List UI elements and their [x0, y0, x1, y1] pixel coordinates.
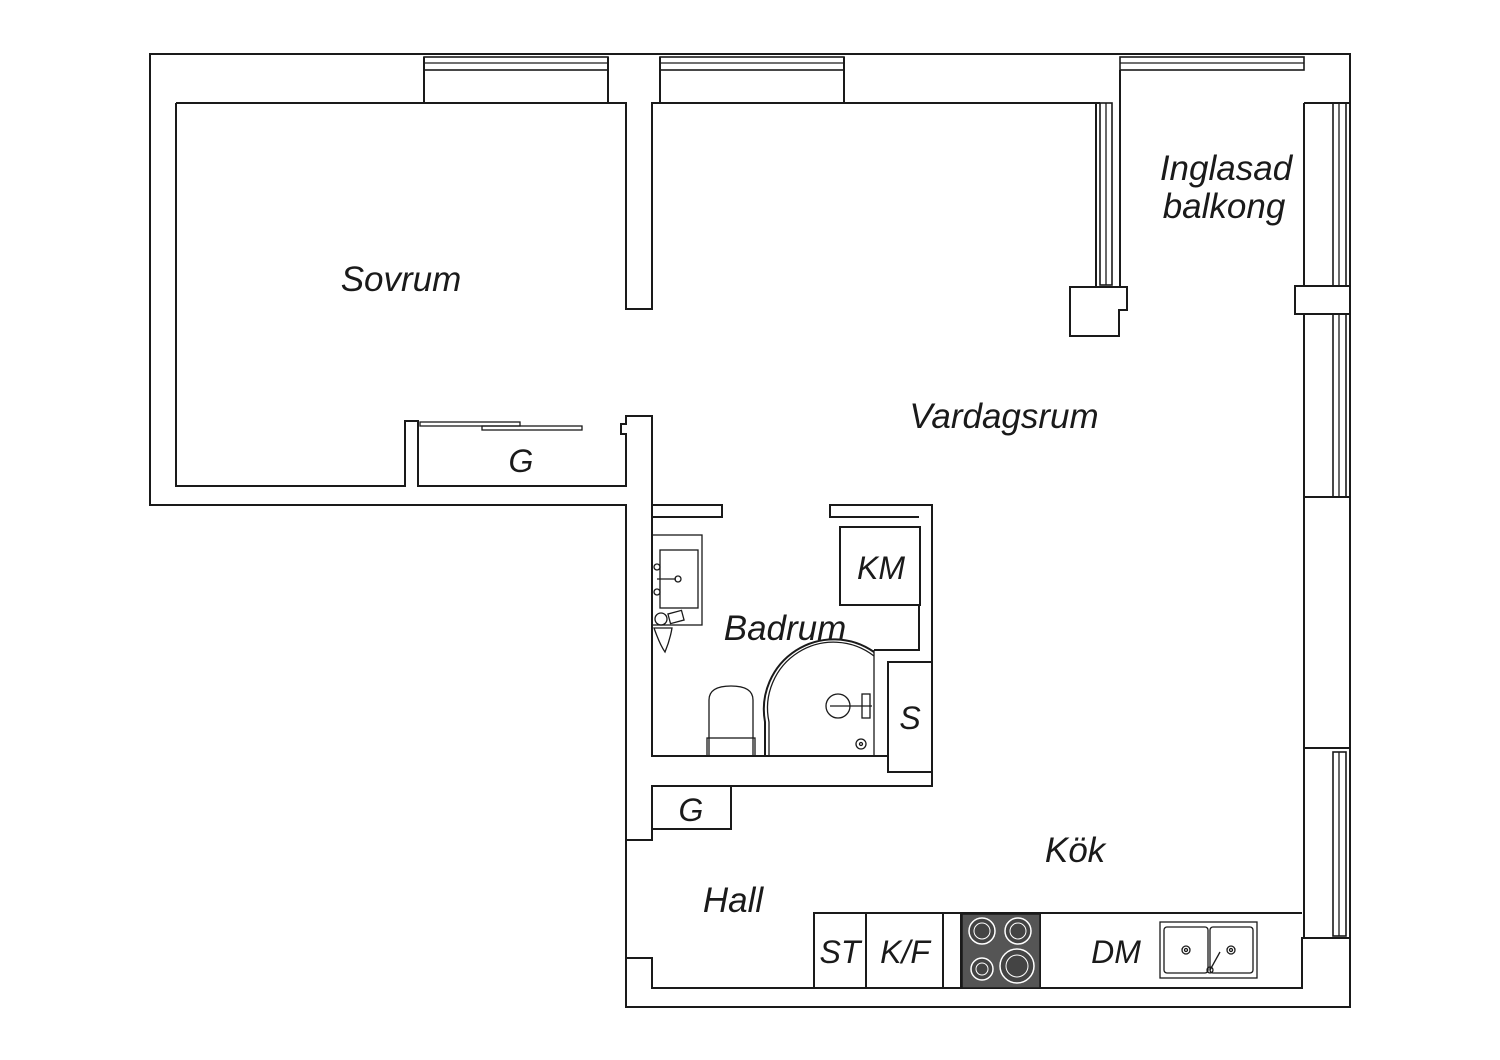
- room-label-balkong-2: balkong: [1163, 187, 1286, 226]
- washing-machine: [839, 526, 921, 606]
- fixture-label-garderob-sovrum: G: [509, 443, 534, 479]
- fixture-label-dm: DM: [1091, 934, 1141, 970]
- room-label-hall: Hall: [703, 881, 765, 920]
- window-icon: [423, 55, 609, 103]
- kitchen-counter: [813, 912, 1302, 988]
- window-icon: [1119, 55, 1305, 71]
- storage-cabinet: [887, 661, 933, 773]
- room-label-sovrum: Sovrum: [341, 260, 462, 299]
- cooktop-icon: [961, 913, 1041, 989]
- wardrobe-sliding-door: [417, 421, 583, 486]
- room-label-vardagsrum: Vardagsrum: [909, 397, 1098, 436]
- toilet-icon: [706, 685, 756, 757]
- wall-pier: [1294, 285, 1351, 315]
- room-label-kok: Kök: [1045, 831, 1107, 870]
- km-niche: [874, 605, 920, 651]
- hall-wardrobe: [651, 785, 732, 830]
- fixture-label-st: ST: [820, 934, 863, 970]
- window-icon: [1304, 313, 1350, 498]
- fixture-label-s: S: [899, 700, 920, 736]
- room-label-balkong-1: Inglasad: [1160, 149, 1294, 188]
- window-icon: [1302, 747, 1350, 939]
- fixture-label-garderob-hall: G: [679, 792, 704, 828]
- bathroom-wall: [651, 517, 888, 757]
- fixture-label-km: KM: [857, 550, 905, 586]
- window-icon: [659, 55, 845, 103]
- balcony-glazing: [1069, 70, 1128, 337]
- bidet-shower-icon: [653, 609, 685, 654]
- room-label-badrum: Badrum: [724, 609, 847, 648]
- window-icon: [1304, 102, 1350, 287]
- double-sink-icon: [1159, 921, 1258, 979]
- fixture-label-kf: K/F: [880, 934, 932, 970]
- shower-icon: [762, 638, 875, 757]
